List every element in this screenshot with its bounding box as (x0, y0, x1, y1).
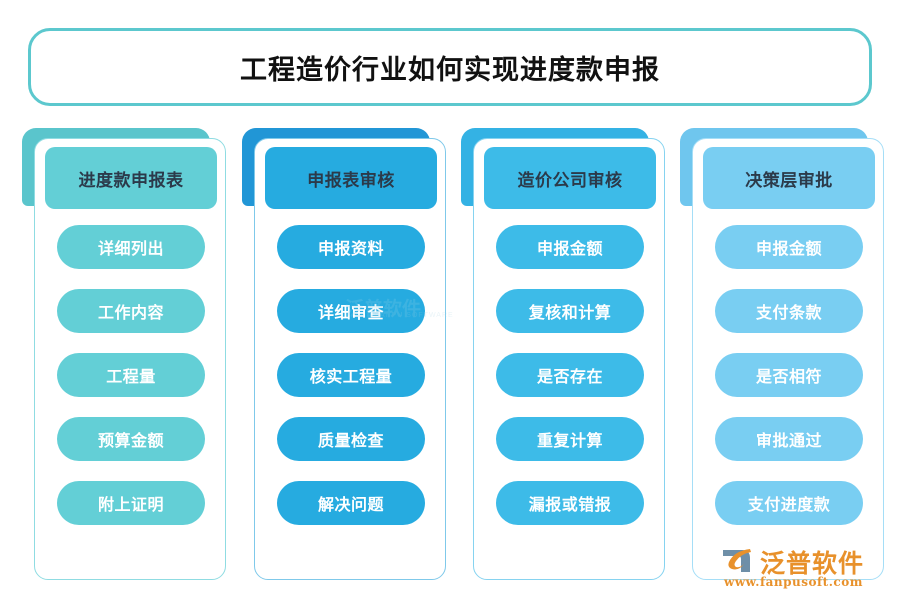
process-column-3: 造价公司审核申报金额复核和计算是否存在重复计算漏报或错报 (461, 128, 665, 580)
process-item-pill[interactable]: 是否存在 (496, 353, 644, 397)
process-item-pill[interactable]: 重复计算 (496, 417, 644, 461)
process-columns: 进度款申报表详细列出工作内容工程量预算金额附上证明申报表审核申报资料详细审查核实… (0, 128, 900, 580)
process-item-label: 工程量 (106, 367, 156, 386)
process-item-label: 是否相符 (755, 367, 822, 386)
column-item-list: 申报金额支付条款是否相符审批通过支付进度款 (693, 225, 885, 525)
brand-url: www.fanpusoft.com (724, 575, 863, 589)
process-item-label: 重复计算 (536, 431, 603, 450)
process-item-label: 漏报或错报 (528, 495, 612, 514)
column-item-list: 详细列出工作内容工程量预算金额附上证明 (35, 225, 227, 525)
process-item-pill[interactable]: 质量检查 (277, 417, 425, 461)
process-column-2: 申报表审核申报资料详细审查核实工程量质量检查解决问题 (242, 128, 446, 580)
column-header-2[interactable]: 申报表审核 (265, 147, 437, 209)
column-header-label: 造价公司审核 (517, 170, 623, 191)
process-item-label: 是否存在 (536, 367, 603, 386)
process-item-label: 申报金额 (755, 239, 822, 258)
column-item-list: 申报资料详细审查核实工程量质量检查解决问题 (255, 225, 447, 525)
column-header-label: 申报表审核 (307, 170, 395, 191)
process-column-1: 进度款申报表详细列出工作内容工程量预算金额附上证明 (22, 128, 226, 580)
process-item-label: 支付条款 (755, 303, 822, 322)
process-item-pill[interactable]: 核实工程量 (277, 353, 425, 397)
process-item-pill[interactable]: 复核和计算 (496, 289, 644, 333)
process-item-label: 质量检查 (317, 431, 384, 450)
process-item-pill[interactable]: 预算金额 (57, 417, 205, 461)
process-item-pill[interactable]: 工作内容 (57, 289, 205, 333)
process-item-pill[interactable]: 支付进度款 (715, 481, 863, 525)
column-card: 申报表审核申报资料详细审查核实工程量质量检查解决问题 (254, 138, 446, 580)
process-item-pill[interactable]: 工程量 (57, 353, 205, 397)
brand-logo: 泛普软件 www.fanpusoft.com (720, 544, 886, 592)
process-item-label: 详细审查 (317, 303, 384, 322)
process-item-pill[interactable]: 申报金额 (496, 225, 644, 269)
column-header-3[interactable]: 造价公司审核 (484, 147, 656, 209)
process-item-pill[interactable]: 附上证明 (57, 481, 205, 525)
process-item-label: 申报金额 (536, 239, 603, 258)
process-item-label: 审批通过 (755, 431, 822, 450)
column-card: 进度款申报表详细列出工作内容工程量预算金额附上证明 (34, 138, 226, 580)
process-item-pill[interactable]: 审批通过 (715, 417, 863, 461)
process-item-pill[interactable]: 详细审查 (277, 289, 425, 333)
process-item-label: 复核和计算 (528, 303, 612, 322)
column-card: 决策层审批申报金额支付条款是否相符审批通过支付进度款 (692, 138, 884, 580)
column-header-label: 决策层审批 (745, 170, 833, 191)
process-item-pill[interactable]: 申报金额 (715, 225, 863, 269)
process-item-label: 工作内容 (97, 303, 164, 322)
process-item-pill[interactable]: 申报资料 (277, 225, 425, 269)
process-item-pill[interactable]: 详细列出 (57, 225, 205, 269)
process-item-pill[interactable]: 漏报或错报 (496, 481, 644, 525)
column-header-1[interactable]: 进度款申报表 (45, 147, 217, 209)
process-item-pill[interactable]: 解决问题 (277, 481, 425, 525)
page-title: 工程造价行业如何实现进度款申报 (240, 54, 660, 86)
page-title-banner: 工程造价行业如何实现进度款申报 (28, 28, 872, 106)
column-item-list: 申报金额复核和计算是否存在重复计算漏报或错报 (474, 225, 666, 525)
process-item-label: 详细列出 (97, 239, 164, 258)
brand-name: 泛普软件 (760, 549, 865, 578)
process-item-label: 预算金额 (97, 431, 164, 450)
brand-logo-icon (723, 549, 751, 572)
process-item-label: 附上证明 (97, 495, 164, 514)
column-card: 造价公司审核申报金额复核和计算是否存在重复计算漏报或错报 (473, 138, 665, 580)
process-column-4: 决策层审批申报金额支付条款是否相符审批通过支付进度款 (680, 128, 884, 580)
process-item-label: 解决问题 (317, 495, 384, 514)
process-item-label: 核实工程量 (309, 367, 393, 386)
process-item-label: 支付进度款 (747, 495, 831, 514)
process-item-label: 申报资料 (317, 239, 384, 258)
column-header-label: 进度款申报表 (78, 170, 184, 191)
column-header-4[interactable]: 决策层审批 (703, 147, 875, 209)
process-item-pill[interactable]: 是否相符 (715, 353, 863, 397)
process-item-pill[interactable]: 支付条款 (715, 289, 863, 333)
